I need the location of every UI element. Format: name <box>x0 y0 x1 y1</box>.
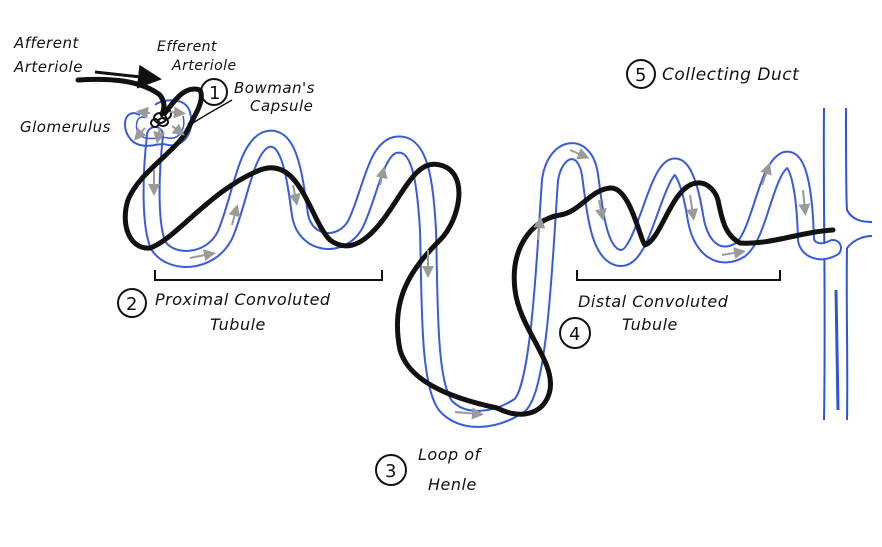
number-3-circle <box>375 454 407 486</box>
afferent-label-line2: Arteriole <box>13 58 83 76</box>
dct-bracket <box>576 270 781 281</box>
loop-label-line2: Henle <box>428 475 477 494</box>
loop-label: Loop of <box>418 445 483 464</box>
collecting-duct-label: Collecting Duct <box>662 65 800 85</box>
nephron-tubule <box>142 126 842 428</box>
afferent-arrow <box>94 64 162 89</box>
dct-label-line2: Tubule <box>622 315 678 334</box>
afferent-label: Afferent <box>13 34 79 52</box>
bowmans-label-line2: Capsule <box>250 97 313 115</box>
number-4-circle <box>559 317 591 349</box>
efferent-label-line2: Arteriole <box>171 58 237 74</box>
pct-bracket <box>154 270 383 281</box>
bowmans-label: Bowman's <box>234 79 315 97</box>
blood-vessels <box>75 76 836 417</box>
dct-label: Distal Convoluted <box>578 292 729 311</box>
number-3: 3 <box>385 461 396 482</box>
number-4: 4 <box>569 324 580 345</box>
bowmans-leader <box>189 99 233 126</box>
number-5: 5 <box>635 65 646 86</box>
number-2-circle <box>117 288 147 318</box>
glomerulus-label: Glomerulus <box>20 118 111 136</box>
number-1-circle <box>200 78 228 106</box>
flow-arrows <box>134 106 811 420</box>
collecting-duct <box>822 107 873 421</box>
pct-label: Proximal Convoluted <box>155 290 331 309</box>
pct-label-line2: Tubule <box>210 315 266 334</box>
number-2: 2 <box>126 294 137 315</box>
number-5-circle <box>626 59 656 89</box>
efferent-label: Efferent <box>157 39 217 55</box>
number-1: 1 <box>209 83 220 104</box>
